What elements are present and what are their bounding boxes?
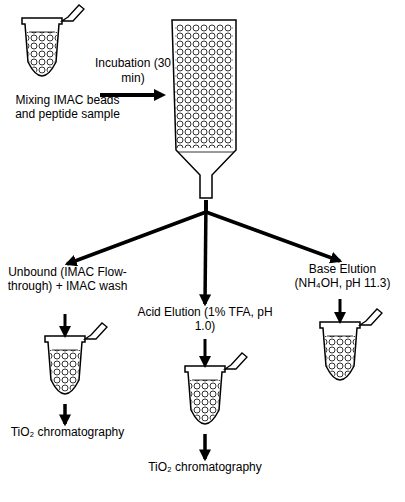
- fraction-step: Unbound (IMAC Flow-through) + IMAC wash: [5, 265, 130, 404]
- fraction-tube: [45, 323, 107, 394]
- step-label: Mixing IMAC beads and peptide sample: [5, 93, 130, 122]
- step-arrow: [64, 314, 67, 332]
- flow-arrow: [205, 200, 206, 304]
- flow-arrow: [203, 434, 207, 459]
- fraction-step: TiO₂ chromatography: [5, 425, 130, 443]
- fraction-step: Base Elution (NH₄OH, pH 11.3): [285, 262, 400, 390]
- imac-column: [172, 20, 236, 198]
- step-label: Unbound (IMAC Flow-through) + IMAC wash: [5, 265, 130, 294]
- step-label: Base Elution (NH₄OH, pH 11.3): [285, 262, 400, 291]
- flow-arrow: [63, 404, 67, 424]
- fraction-step: Acid Elution (1% TFA, pH 1.0): [130, 305, 280, 434]
- sample-step: Mixing IMAC beads and peptide sample: [5, 5, 235, 200]
- sample-tube: [22, 5, 84, 76]
- fraction-tube: [185, 353, 247, 424]
- flow-arrow: [67, 200, 206, 264]
- fraction-step: TiO₂ chromatography: [145, 460, 265, 478]
- fraction-tube: [320, 309, 382, 380]
- step-label: TiO₂ chromatography: [5, 425, 130, 439]
- step-label: Acid Elution (1% TFA, pH 1.0): [130, 305, 280, 334]
- step-note: Incubation (30 min): [92, 56, 174, 86]
- step-arrow: [204, 339, 207, 362]
- step-arrow: [339, 299, 342, 318]
- step-label: TiO₂ chromatography: [145, 460, 265, 474]
- flow-arrow: [206, 200, 340, 261]
